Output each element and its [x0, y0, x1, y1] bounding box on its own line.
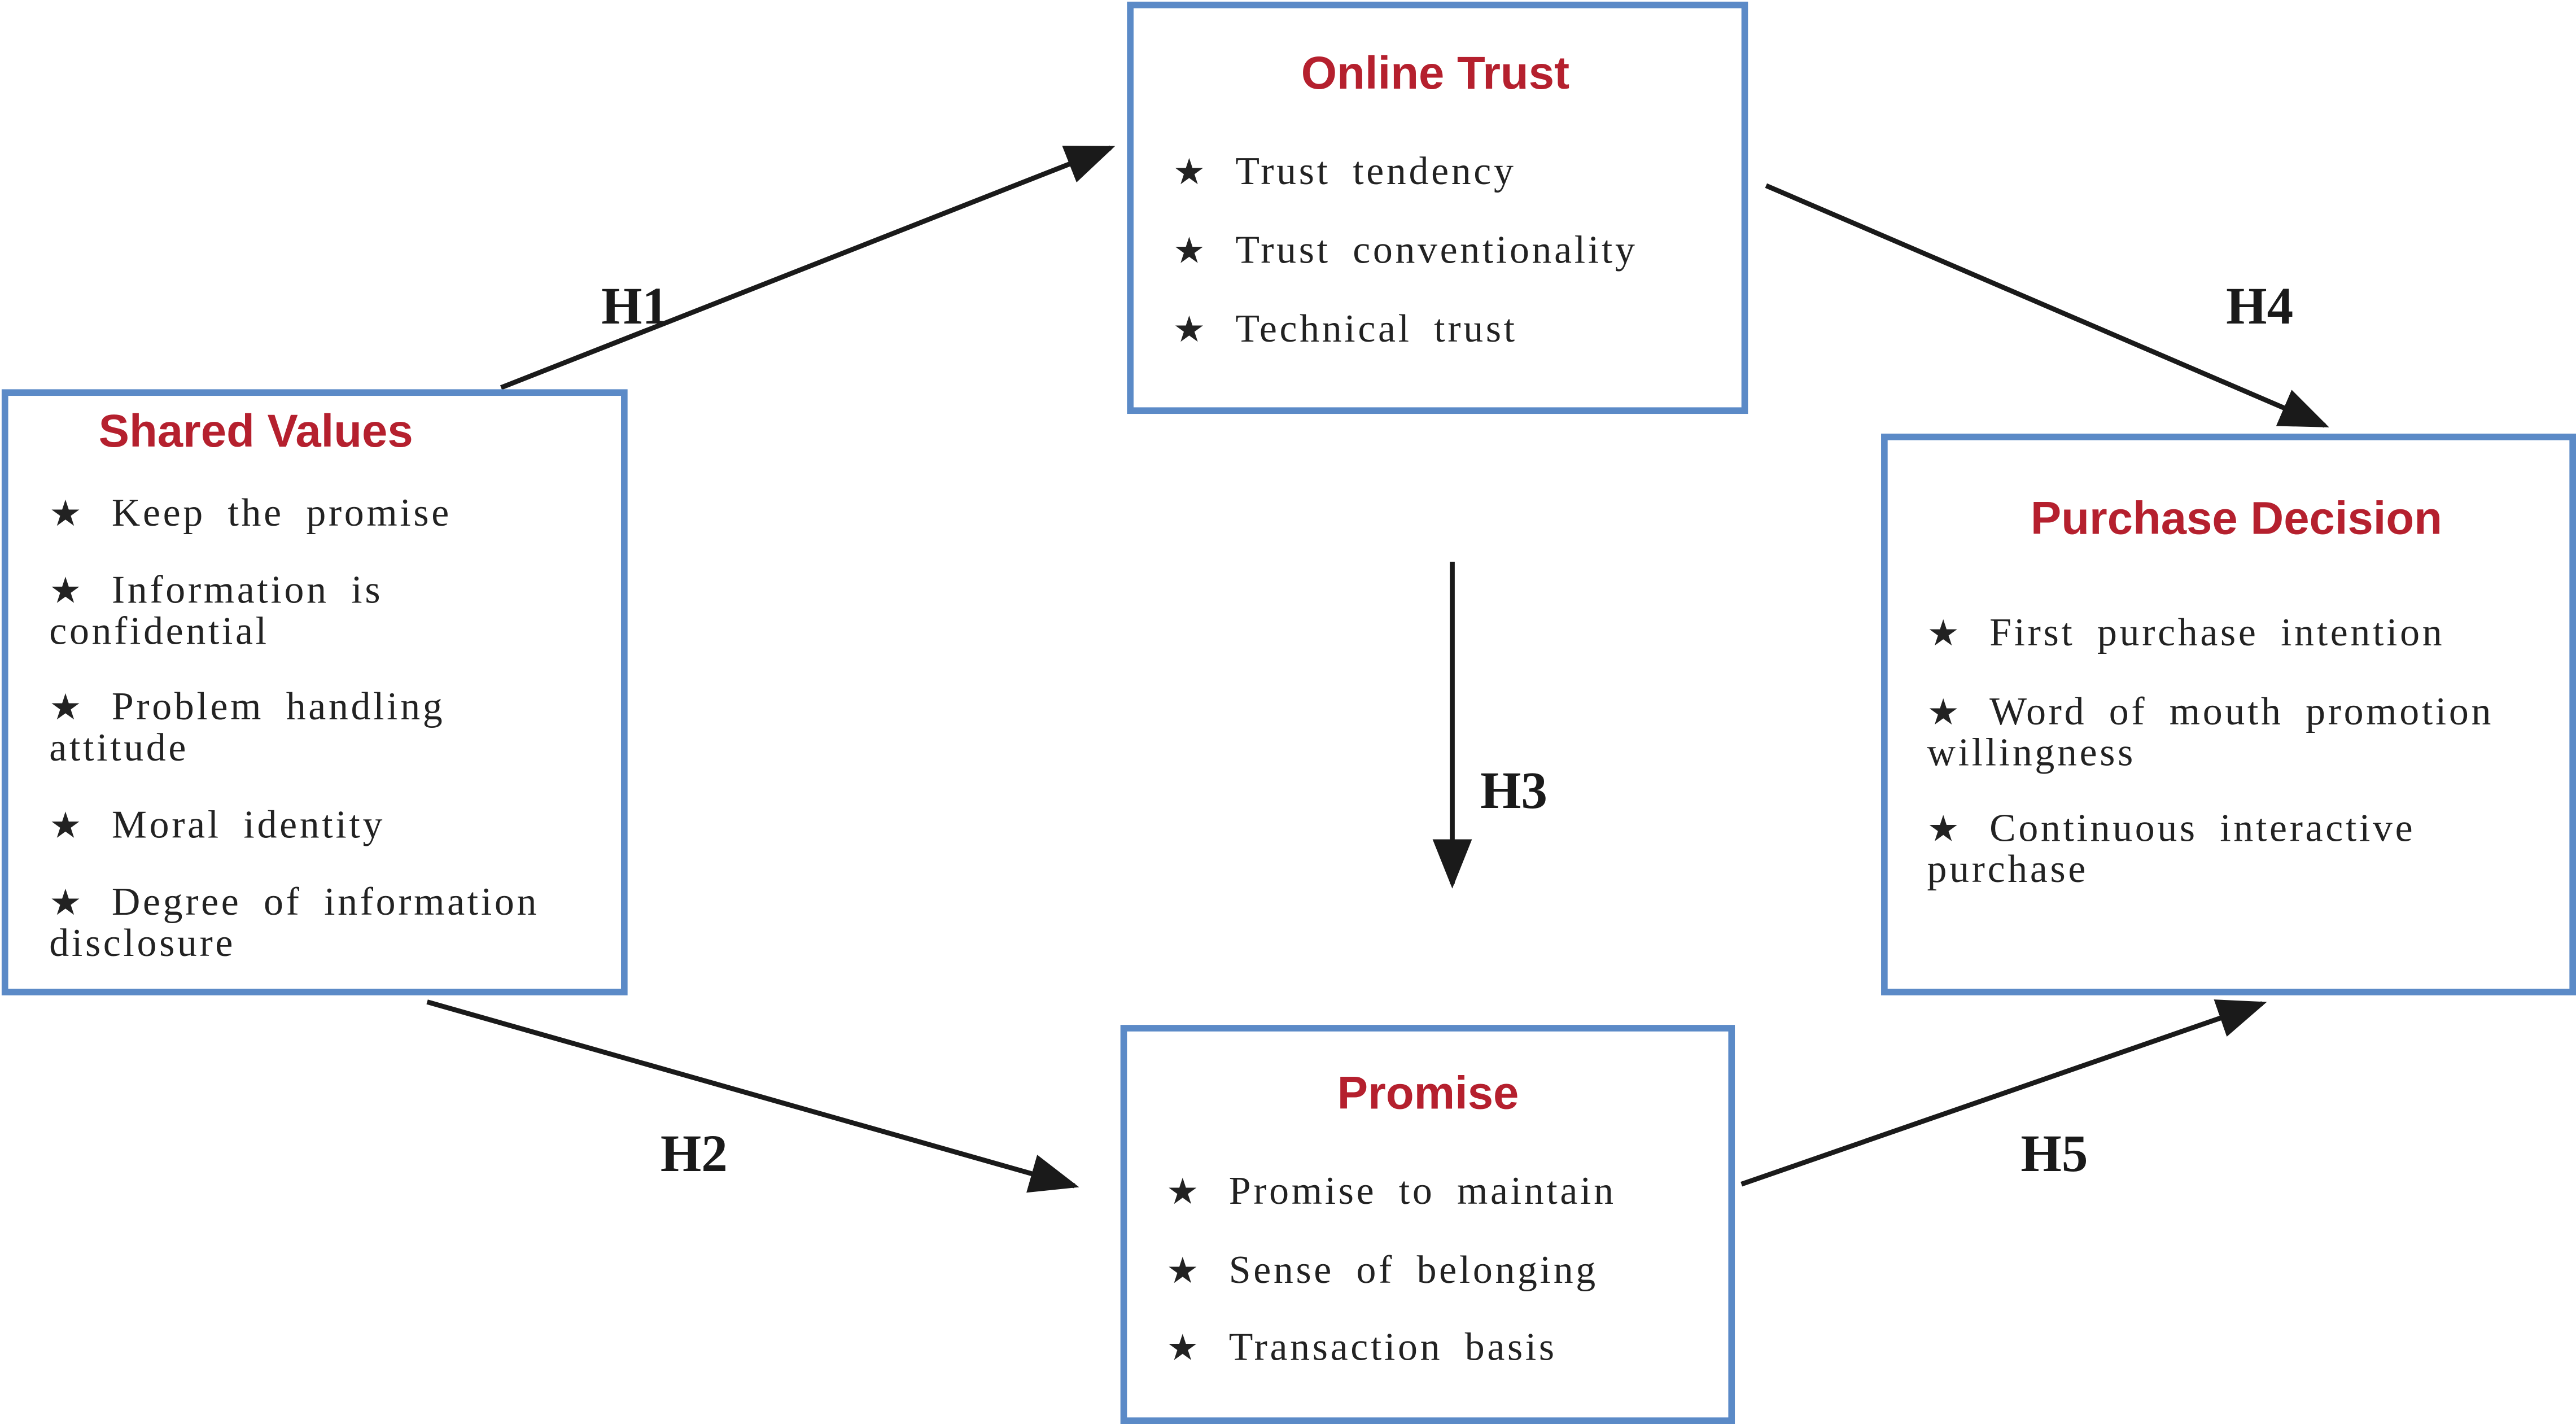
- shared-values-item-information-disclosure: ★Degree of information disclosure: [49, 882, 540, 966]
- edge-label-h5: H5: [2020, 1123, 2088, 1183]
- arrow-h5: [1740, 999, 2267, 1187]
- promise-title: Promise: [1337, 1067, 1519, 1119]
- purchase-decision-item-first-purchase: ★First purchase intention: [1927, 613, 2445, 656]
- online-trust-box: Online Trust ★Trust tendency ★Trust conv…: [1127, 1, 1748, 414]
- star-icon: ★: [49, 883, 82, 925]
- promise-box: Promise ★Promise to maintain ★Sense of b…: [1120, 1025, 1735, 1424]
- star-icon: ★: [1173, 152, 1206, 194]
- star-icon: ★: [49, 688, 82, 730]
- online-trust-item-trust-conventionality: ★Trust conventionality: [1173, 230, 1638, 273]
- shared-values-item-information-confidential: ★Information is confidential: [49, 570, 383, 654]
- shared-values-item-moral-identity: ★Moral identity: [49, 805, 386, 848]
- star-icon: ★: [1927, 693, 1960, 735]
- purchase-decision-item-word-of-mouth: ★Word of mouth promotion willingness: [1927, 691, 2494, 775]
- star-icon: ★: [49, 494, 82, 536]
- star-icon: ★: [1927, 810, 1960, 851]
- promise-item-promise-to-maintain: ★Promise to maintain: [1166, 1171, 1616, 1214]
- purchase-decision-item-continuous-purchase: ★Continuous interactive purchase: [1927, 808, 2416, 892]
- edge-label-h3: H3: [1480, 760, 1547, 820]
- purchase-decision-title: Purchase Decision: [2030, 492, 2443, 544]
- arrow-h1: [500, 145, 1116, 390]
- star-icon: ★: [1173, 231, 1206, 273]
- shared-values-item-keep-promise: ★Keep the promise: [49, 492, 452, 536]
- online-trust-title: Online Trust: [1301, 47, 1570, 99]
- online-trust-item-technical-trust: ★Technical trust: [1173, 308, 1517, 352]
- star-icon: ★: [1166, 1172, 1199, 1214]
- edge-label-h2: H2: [660, 1123, 728, 1183]
- edge-label-h4: H4: [2226, 276, 2294, 335]
- star-icon: ★: [1166, 1251, 1199, 1293]
- shared-values-box: Shared Values ★Keep the promise ★Informa…: [1, 389, 628, 995]
- edge-label-h1: H1: [601, 276, 669, 335]
- shared-values-item-problem-handling: ★Problem handling attitude: [49, 686, 445, 771]
- star-icon: ★: [1173, 310, 1206, 352]
- promise-item-transaction-basis: ★Transaction basis: [1166, 1327, 1557, 1370]
- star-icon: ★: [49, 806, 82, 848]
- star-icon: ★: [1927, 614, 1960, 656]
- promise-item-sense-of-belonging: ★Sense of belonging: [1166, 1250, 1598, 1293]
- arrow-h4: [1765, 183, 2329, 428]
- purchase-decision-box: Purchase Decision ★First purchase intent…: [1881, 433, 2576, 995]
- star-icon: ★: [1166, 1329, 1199, 1370]
- arrow-h2: [426, 999, 1079, 1193]
- shared-values-title: Shared Values: [98, 405, 413, 457]
- online-trust-item-trust-tendency: ★Trust tendency: [1173, 151, 1516, 194]
- star-icon: ★: [49, 571, 82, 613]
